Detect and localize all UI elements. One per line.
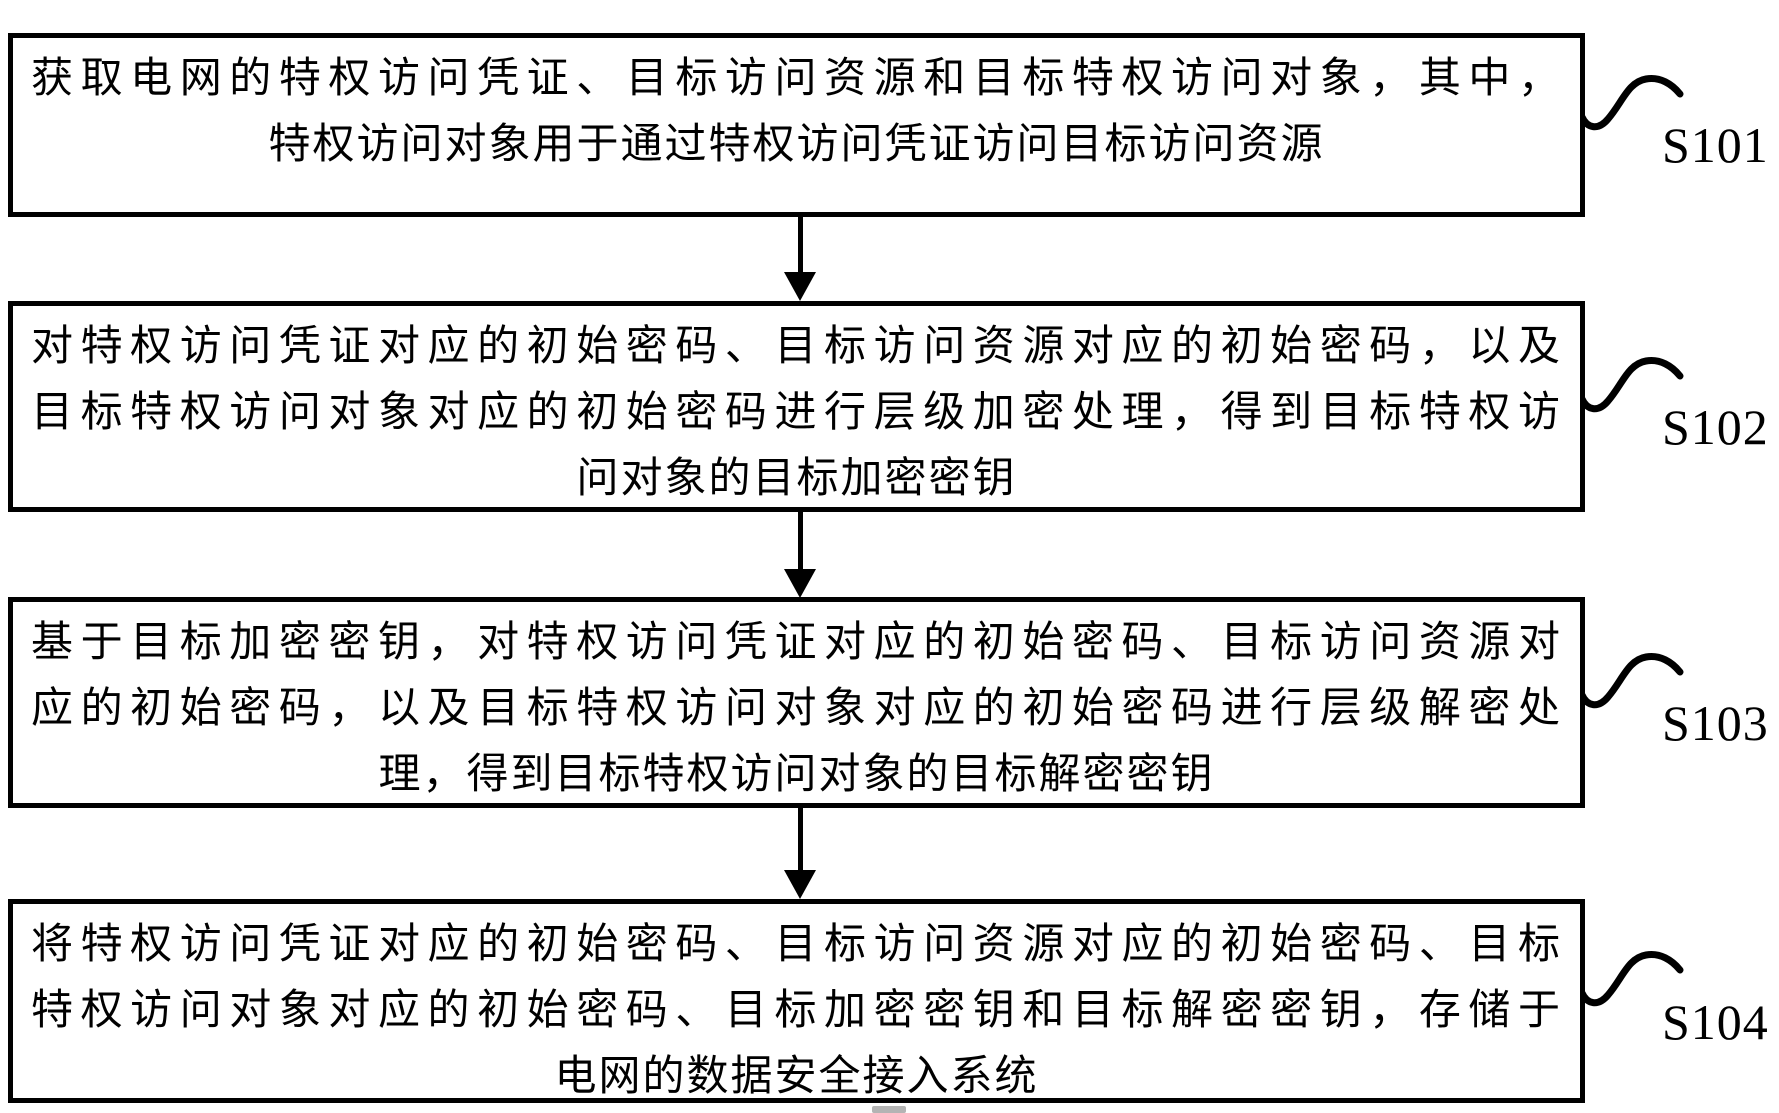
step-label-s104: S104 <box>1662 994 1769 1050</box>
down-arrowhead-icon-2 <box>784 569 816 598</box>
step-label-s102: S102 <box>1662 399 1769 455</box>
cutoff-caption-mark <box>872 1106 906 1113</box>
step-1-line-2: 特权访问对象用于通过特权访问凭证访问目标访问资源 <box>268 122 1325 168</box>
flow-arrow-3-shaft <box>798 808 803 873</box>
reference-squiggle-icon-1 <box>1580 75 1684 131</box>
step-3-line-3: 理，得到目标特权访问对象的目标解密密钥 <box>378 752 1215 798</box>
step-2-line-2: 目标特权访问对象对应的初始密码进行层级加密处理，得到目标特权访 <box>31 390 1562 436</box>
step-2-line-3: 问对象的目标加密密钥 <box>576 456 1017 502</box>
step-3-line-1: 基于目标加密密钥，对特权访问凭证对应的初始密码、目标访问资源对 <box>31 620 1562 666</box>
reference-squiggle-icon-4 <box>1580 951 1684 1007</box>
step-2-line-1: 对特权访问凭证对应的初始密码、目标访问资源对应的初始密码，以及 <box>31 324 1562 370</box>
step-box-3: 基于目标加密密钥，对特权访问凭证对应的初始密码、目标访问资源对 应的初始密码，以… <box>8 597 1585 808</box>
step-box-2: 对特权访问凭证对应的初始密码、目标访问资源对应的初始密码，以及 目标特权访问对象… <box>8 301 1585 512</box>
step-3-line-2: 应的初始密码，以及目标特权访问对象对应的初始密码进行层级解密处 <box>31 686 1562 732</box>
down-arrowhead-icon-3 <box>784 870 816 899</box>
down-arrowhead-icon-1 <box>784 272 816 301</box>
step-4-line-3: 电网的数据安全接入系统 <box>554 1054 1039 1100</box>
step-box-1: 获取电网的特权访问凭证、目标访问资源和目标特权访问对象，其中， 特权访问对象用于… <box>8 33 1585 217</box>
step-label-s103: S103 <box>1662 695 1769 751</box>
step-1-line-1: 获取电网的特权访问凭证、目标访问资源和目标特权访问对象，其中， <box>31 56 1562 102</box>
step-box-4: 将特权访问凭证对应的初始密码、目标访问资源对应的初始密码、目标 特权访问对象对应… <box>8 899 1585 1103</box>
reference-squiggle-icon-2 <box>1580 357 1684 413</box>
step-4-line-1: 将特权访问凭证对应的初始密码、目标访问资源对应的初始密码、目标 <box>31 922 1562 968</box>
flow-arrow-2-shaft <box>798 512 803 572</box>
flow-arrow-1-shaft <box>798 217 803 275</box>
step-4-line-2: 特权访问对象对应的初始密码、目标加密密钥和目标解密密钥，存储于 <box>31 988 1562 1034</box>
reference-squiggle-icon-3 <box>1580 653 1684 709</box>
step-label-s101: S101 <box>1662 117 1769 173</box>
